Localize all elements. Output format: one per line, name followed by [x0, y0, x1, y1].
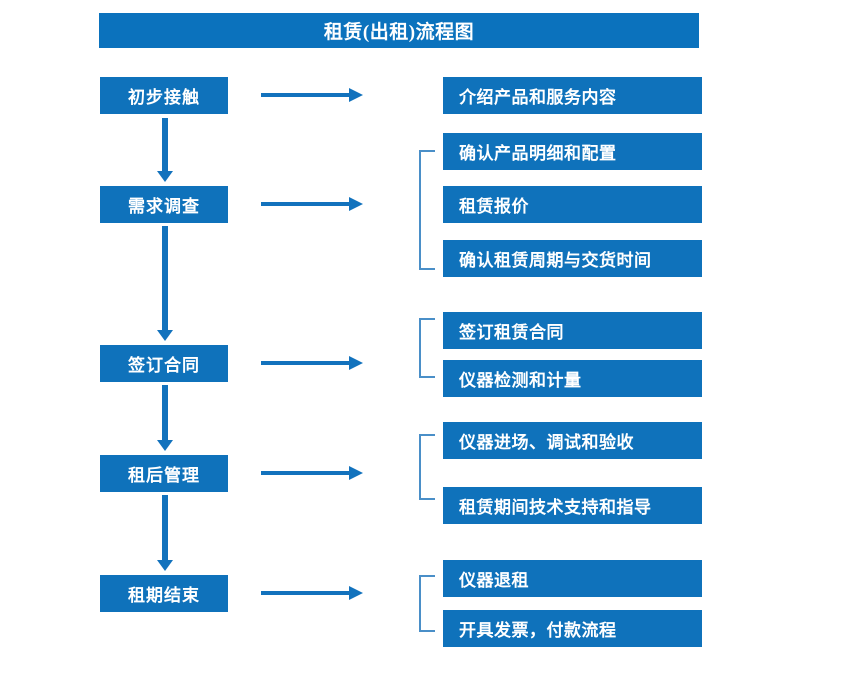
group-bracket-needs [419, 150, 443, 270]
detail-box-8[interactable]: 租赁期间技术支持和指导 [443, 487, 702, 524]
stage-box-4[interactable]: 租后管理 [100, 455, 228, 492]
stage-box-3[interactable]: 签订合同 [100, 345, 228, 382]
vertical-arrow-2 [157, 226, 173, 341]
group-bracket-contract [419, 318, 443, 378]
stage-box-1[interactable]: 初步接触 [100, 77, 228, 114]
detail-box-10[interactable]: 开具发票，付款流程 [443, 610, 702, 647]
detail-box-6[interactable]: 仪器检测和计量 [443, 360, 702, 397]
detail-box-9[interactable]: 仪器退租 [443, 560, 702, 597]
stage-box-2[interactable]: 需求调查 [100, 186, 228, 223]
vertical-arrow-1 [157, 118, 173, 182]
detail-box-4[interactable]: 确认租赁周期与交货时间 [443, 240, 702, 277]
group-bracket-post-rental [419, 434, 443, 500]
detail-box-2[interactable]: 确认产品明细和配置 [443, 133, 702, 170]
detail-box-1[interactable]: 介绍产品和服务内容 [443, 77, 702, 114]
horizontal-arrow-3 [261, 356, 365, 370]
detail-box-7[interactable]: 仪器进场、调试和验收 [443, 422, 702, 459]
horizontal-arrow-1 [261, 88, 365, 102]
horizontal-arrow-4 [261, 466, 365, 480]
stage-box-5[interactable]: 租期结束 [100, 575, 228, 612]
group-bracket-end [419, 575, 443, 632]
horizontal-arrow-2 [261, 197, 365, 211]
vertical-arrow-3 [157, 385, 173, 451]
detail-box-3[interactable]: 租赁报价 [443, 186, 702, 223]
detail-box-5[interactable]: 签订租赁合同 [443, 312, 702, 349]
horizontal-arrow-5 [261, 586, 365, 600]
diagram-title: 租赁(出租)流程图 [99, 13, 699, 48]
vertical-arrow-4 [157, 495, 173, 571]
